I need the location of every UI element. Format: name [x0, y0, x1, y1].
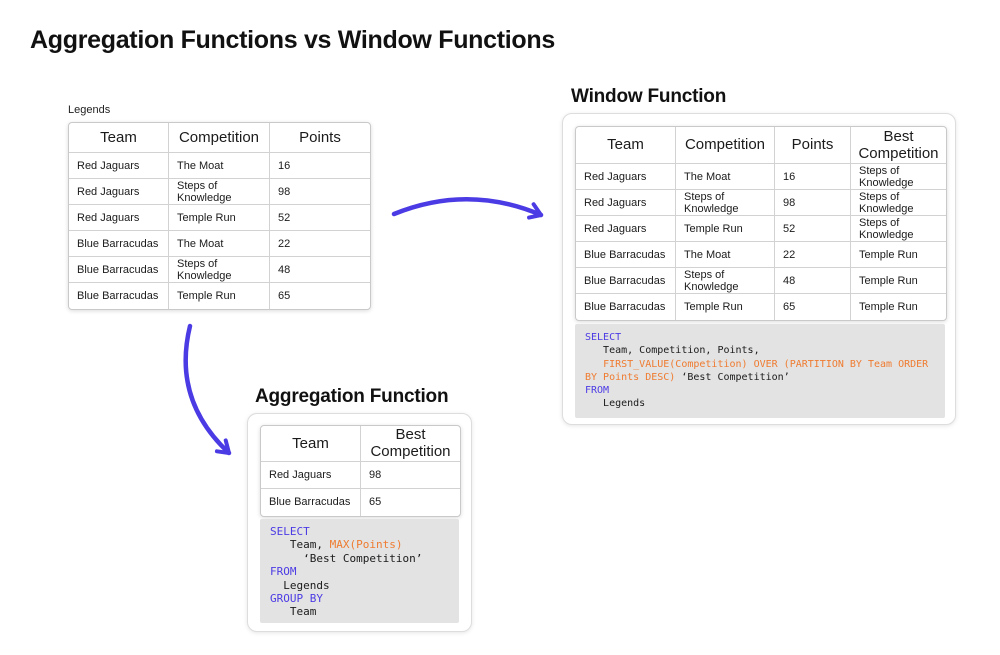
code-line: GROUP BY: [270, 592, 323, 606]
table-cell: Steps of Knowledge: [169, 179, 270, 205]
table-cell: 22: [775, 242, 851, 268]
table-cell: Red Jaguars: [69, 205, 169, 231]
table-cell: Red Jaguars: [576, 216, 676, 242]
code-line: Team, MAX(Points): [270, 538, 403, 552]
table-cell: Red Jaguars: [69, 179, 169, 205]
table-cell: Red Jaguars: [261, 461, 361, 489]
code-line: Legends: [585, 398, 646, 410]
table-cell: Temple Run: [851, 242, 946, 268]
window-function-title: Window Function: [571, 86, 727, 107]
table-cell: 98: [361, 461, 460, 489]
table-cell: Temple Run: [169, 205, 270, 231]
legends-table-label: Legends: [68, 104, 111, 116]
table-cell: Temple Run: [676, 294, 775, 320]
column-header: Competition: [676, 127, 775, 164]
aggregation-function-sql-code: SELECT Team, MAX(Points) ‘Best Competiti…: [260, 519, 459, 623]
table-cell: Steps of Knowledge: [676, 268, 775, 294]
table-cell: Blue Barracudas: [69, 283, 169, 309]
code-line: FIRST_VALUE(Competition) OVER (PARTITION…: [603, 358, 929, 370]
code-line: SELECT: [585, 332, 622, 343]
column-header: Points: [270, 123, 370, 153]
table-cell: Steps of Knowledge: [169, 257, 270, 283]
table-cell: Red Jaguars: [69, 153, 169, 179]
table-cell: 65: [775, 294, 851, 320]
table-cell: Red Jaguars: [576, 164, 676, 190]
code-line: ‘Best Competition’: [270, 551, 423, 565]
column-header: Best Competition: [361, 426, 460, 462]
table-cell: Temple Run: [169, 283, 270, 309]
code-line: Team: [270, 605, 317, 619]
code-line: Legends: [270, 578, 330, 592]
table-cell: 16: [270, 153, 370, 179]
table-cell: 22: [270, 231, 370, 257]
table-cell: 48: [775, 268, 851, 294]
table-cell: Temple Run: [676, 216, 775, 242]
table-cell: 48: [270, 257, 370, 283]
column-header: Team: [576, 127, 676, 164]
table-cell: Steps of Knowledge: [851, 164, 946, 190]
column-header: Team: [69, 123, 169, 153]
table-cell: Steps of Knowledge: [676, 190, 775, 216]
code-line: Team, Competition, Points,: [585, 345, 760, 357]
table-cell: 52: [270, 205, 370, 231]
table-cell: Blue Barracudas: [576, 242, 676, 268]
table-cell: The Moat: [169, 231, 270, 257]
table-cell: 98: [270, 179, 370, 205]
column-header: Points: [775, 127, 851, 164]
table-cell: Blue Barracudas: [576, 294, 676, 320]
table-cell: Steps of Knowledge: [851, 216, 946, 242]
table-cell: The Moat: [676, 164, 775, 190]
code-line: BY Points DESC) ‘Best Competition’: [585, 371, 790, 383]
column-header: Competition: [169, 123, 270, 153]
table-cell: 65: [361, 488, 460, 516]
table-cell: 16: [775, 164, 851, 190]
table-cell: 98: [775, 190, 851, 216]
code-line: FROM: [585, 385, 610, 397]
column-header: Best Competition: [851, 127, 946, 164]
table-cell: Blue Barracudas: [576, 268, 676, 294]
table-cell: Blue Barracudas: [69, 231, 169, 257]
code-line: SELECT: [270, 525, 310, 538]
table-cell: Blue Barracudas: [69, 257, 169, 283]
window-function-sql-code: SELECT Team, Competition, Points, FIRST_…: [575, 324, 945, 418]
table-cell: Temple Run: [851, 294, 946, 320]
curved-arrow-to-window-function: [391, 197, 544, 220]
column-header: Team: [261, 426, 361, 462]
aggregation-function-title: Aggregation Function: [255, 386, 449, 407]
code-line: FROM: [270, 565, 297, 579]
table-cell: The Moat: [676, 242, 775, 268]
table-cell: Red Jaguars: [576, 190, 676, 216]
table-cell: 52: [775, 216, 851, 242]
table-cell: Temple Run: [851, 268, 946, 294]
table-cell: The Moat: [169, 153, 270, 179]
table-cell: 65: [270, 283, 370, 309]
table-cell: Steps of Knowledge: [851, 190, 946, 216]
table-cell: Blue Barracudas: [261, 488, 361, 516]
curved-arrow-to-aggregation-function: [183, 323, 232, 456]
page-title: Aggregation Functions vs Window Function…: [30, 26, 555, 54]
